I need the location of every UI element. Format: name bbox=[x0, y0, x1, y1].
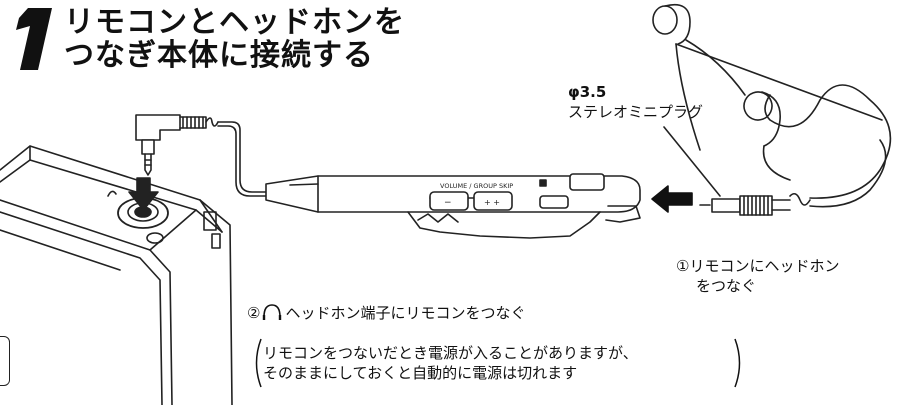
step-title-line2: つなぎ本体に接続する bbox=[64, 38, 374, 73]
substep-2-text: ヘッドホン端子にリモコンをつなぐ bbox=[285, 304, 526, 322]
note-line2: そのままにしておくと自動的に電源は切れます bbox=[263, 364, 578, 382]
note-line1: リモコンをつないだとき電源が入ることがありますが、 bbox=[263, 344, 638, 362]
remote-minus-label: − bbox=[444, 198, 452, 208]
headphone-jack-icon bbox=[263, 304, 282, 320]
substep-1-line2: をつなぐ bbox=[696, 277, 757, 295]
substep-2-label: ② ヘッドホン端子にリモコンをつなぐ bbox=[247, 303, 525, 323]
player-body bbox=[0, 145, 233, 405]
substep-1-line1: ①リモコンにヘッドホン bbox=[676, 257, 840, 275]
remote-volume-label: VOLUME / GROUP SKIP bbox=[440, 182, 513, 190]
step-number-badge bbox=[16, 8, 52, 70]
remote-plus-label: + + bbox=[484, 198, 500, 207]
left-arrow-icon bbox=[651, 185, 693, 213]
plug-spec: φ3.5 bbox=[568, 83, 607, 101]
remote-plug bbox=[135, 114, 271, 197]
remote-control bbox=[265, 173, 641, 239]
note: リモコンをつないだとき電源が入ることがありますが、 そのままにしておくと自動的に… bbox=[263, 343, 638, 383]
note-paren-right bbox=[734, 338, 741, 388]
substep-1-label: ①リモコンにヘッドホン をつなぐ bbox=[676, 256, 839, 296]
substep-2-number: ② bbox=[247, 304, 261, 322]
note-paren-left bbox=[255, 338, 262, 388]
headphone-plug bbox=[699, 84, 892, 216]
down-arrow-icon bbox=[128, 177, 159, 211]
step-title: リモコンとヘッドホンを つなぎ本体に接続する bbox=[64, 6, 405, 72]
step-title-line1: リモコンとヘッドホンを bbox=[64, 5, 405, 40]
earbuds bbox=[652, 3, 883, 181]
plug-label: φ3.5 ステレオミニプラグ bbox=[568, 82, 703, 122]
plug-name: ステレオミニプラグ bbox=[568, 103, 704, 121]
plug-leader-line bbox=[663, 126, 721, 197]
side-bracket bbox=[0, 336, 10, 386]
